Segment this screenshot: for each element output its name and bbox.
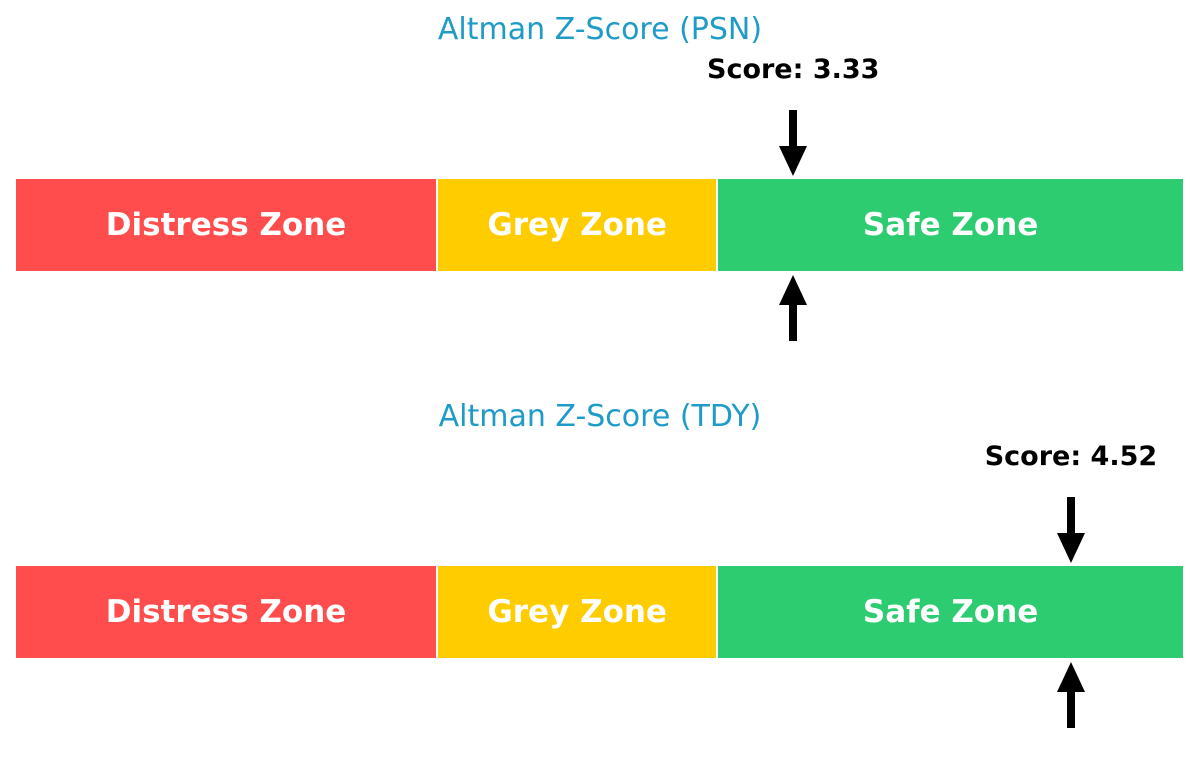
gauge-title: Altman Z-Score (TDY) bbox=[438, 399, 762, 434]
zone-label: Safe Zone bbox=[862, 207, 1039, 243]
zone-label: Grey Zone bbox=[487, 594, 667, 630]
score-arrow-down-icon bbox=[778, 110, 808, 176]
score-arrow-up-icon bbox=[1056, 662, 1086, 728]
score-label: Score: 3.33 bbox=[706, 54, 880, 85]
distress-zone: Distress Zone bbox=[16, 566, 437, 658]
zscore-gauge-tdy: Altman Z-Score (TDY) Score: 4.52 Distres… bbox=[0, 387, 1200, 774]
zone-label: Safe Zone bbox=[862, 594, 1039, 630]
safe-zone: Safe Zone bbox=[716, 566, 1183, 658]
grey-zone: Grey Zone bbox=[436, 566, 717, 658]
zone-label: Distress Zone bbox=[105, 207, 347, 243]
score-arrow-up-icon bbox=[778, 275, 808, 341]
score-arrow-down-icon bbox=[1056, 497, 1086, 563]
zone-label: Grey Zone bbox=[487, 207, 667, 243]
grey-zone: Grey Zone bbox=[436, 179, 717, 271]
distress-zone: Distress Zone bbox=[16, 179, 437, 271]
zone-label: Distress Zone bbox=[105, 594, 347, 630]
gauge-title: Altman Z-Score (PSN) bbox=[437, 12, 763, 47]
zone-bar: Distress Zone Grey Zone Safe Zone bbox=[16, 566, 1183, 658]
safe-zone: Safe Zone bbox=[716, 179, 1183, 271]
score-label: Score: 4.52 bbox=[984, 441, 1158, 472]
zscore-gauge-psn: Altman Z-Score (PSN) Score: 3.33 Distres… bbox=[16, 12, 1183, 341]
zone-bar: Distress Zone Grey Zone Safe Zone bbox=[16, 179, 1183, 271]
